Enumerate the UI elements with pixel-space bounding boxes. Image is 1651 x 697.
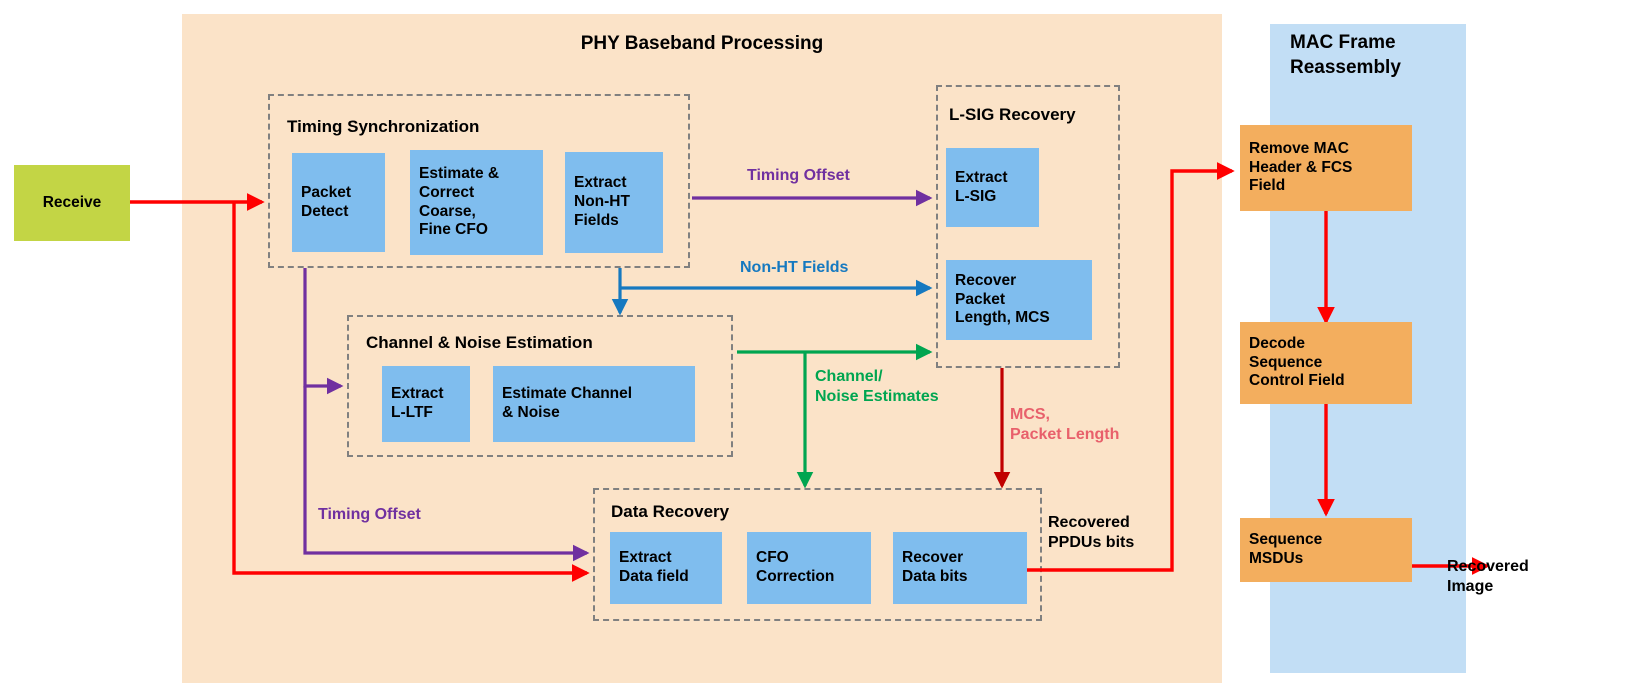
block-estimate-channel-noise[interactable]: Estimate Channel & Noise bbox=[493, 366, 695, 442]
block-recover-packet-length-mcs[interactable]: Recover Packet Length, MCS bbox=[946, 260, 1092, 340]
edge-label-timing-offset-top: Timing Offset bbox=[747, 167, 850, 184]
group-label-data-recovery: Data Recovery bbox=[611, 502, 730, 521]
group-label-lsig-recovery: L-SIG Recovery bbox=[949, 105, 1076, 124]
edge-label-recovered-ppdus-bits: Recovered PPDUs bits bbox=[1048, 514, 1135, 551]
edge-label-recovered-image: Recovered Image bbox=[1447, 558, 1529, 595]
edge-label-timing-offset-bottom: Timing Offset bbox=[318, 506, 421, 523]
block-extract-l-ltf[interactable]: Extract L-LTF bbox=[382, 366, 470, 442]
edge-label-channel-noise-estimates: Channel/ Noise Estimates bbox=[815, 368, 939, 405]
block-extract-data-field[interactable]: Extract Data field bbox=[610, 532, 722, 604]
block-packet-detect[interactable]: Packet Detect bbox=[292, 153, 385, 252]
mac-panel-title: MAC Frame Reassembly bbox=[1290, 32, 1401, 78]
block-cfo-correction[interactable]: CFO Correction bbox=[747, 532, 871, 604]
edge-label-non-ht-fields: Non-HT Fields bbox=[740, 259, 849, 276]
group-label-timing-synchronization: Timing Synchronization bbox=[287, 117, 480, 136]
block-sequence-msdus[interactable]: Sequence MSDUs bbox=[1240, 518, 1412, 582]
group-label-channel-noise-estimation: Channel & Noise Estimation bbox=[366, 333, 593, 352]
block-extract-l-sig[interactable]: Extract L-SIG bbox=[946, 148, 1039, 227]
block-extract-non-ht-fields[interactable]: Extract Non-HT Fields bbox=[565, 152, 663, 253]
phy-panel-title: PHY Baseband Processing bbox=[580, 33, 824, 54]
edge-label-mcs-packet-length: MCS, Packet Length bbox=[1010, 406, 1120, 443]
block-decode-sequence-control-field[interactable]: Decode Sequence Control Field bbox=[1240, 322, 1412, 404]
block-recover-data-bits[interactable]: Recover Data bits bbox=[893, 532, 1027, 604]
block-remove-mac-header-fcs[interactable]: Remove MAC Header & FCS Field bbox=[1240, 125, 1412, 211]
block-receive[interactable]: Receive bbox=[14, 165, 130, 241]
block-estimate-correct-cfo[interactable]: Estimate & Correct Coarse, Fine CFO bbox=[410, 150, 543, 255]
